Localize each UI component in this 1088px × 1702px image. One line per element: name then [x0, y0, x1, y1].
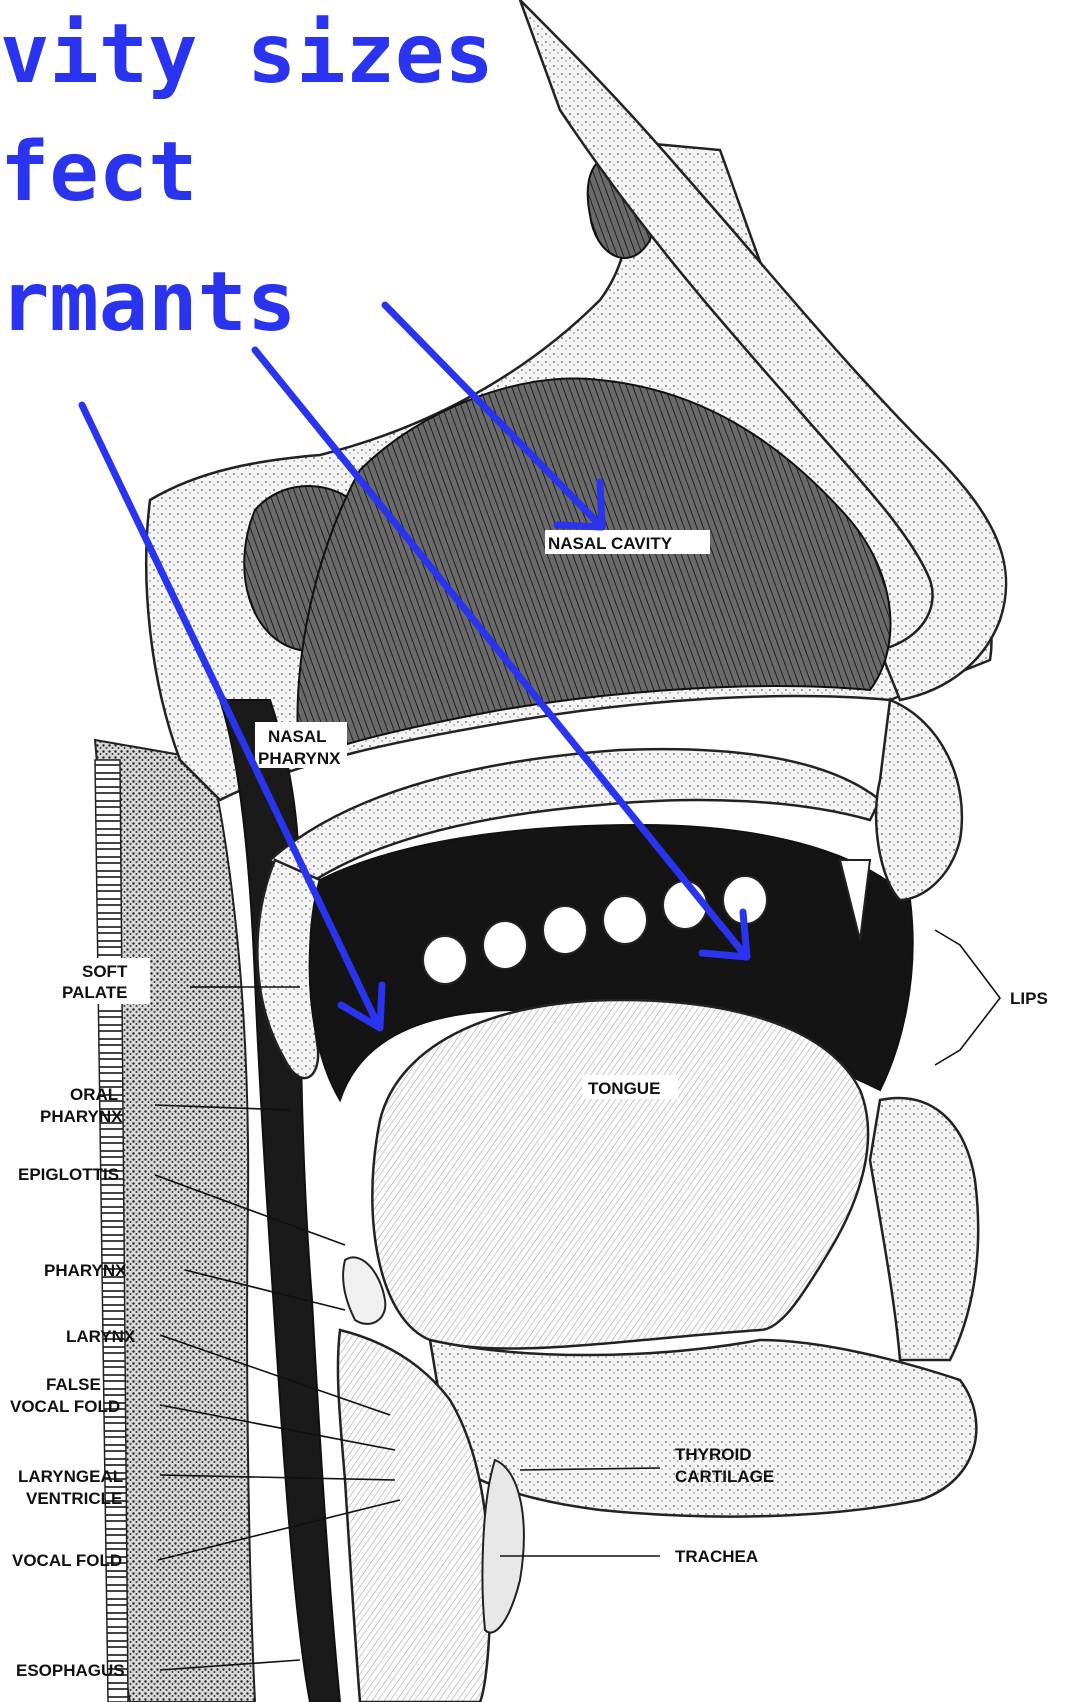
label-lips: LIPS [1010, 989, 1048, 1008]
label-oral-pharynx-1: ORAL [70, 1085, 118, 1104]
label-nasal-pharynx-1: NASAL [268, 727, 327, 746]
label-nasal-cavity: NASAL CAVITY [548, 534, 673, 553]
label-epiglottis: EPIGLOTTIS [18, 1165, 119, 1184]
label-soft-palate-2: PALATE [62, 983, 127, 1002]
label-tongue: TONGUE [588, 1079, 660, 1098]
label-pharynx: PHARYNX [44, 1261, 127, 1280]
tongue-shape [372, 1000, 868, 1349]
label-false-vocal-fold-1: FALSE [46, 1375, 101, 1394]
epiglottis-shape [343, 1257, 385, 1324]
annotation-line-1: vity sizes [0, 7, 494, 102]
label-oral-pharynx-2: PHARYNX [40, 1107, 123, 1126]
label-nasal-pharynx-2: PHARYNX [258, 749, 341, 768]
label-laryngeal-ventricle-1: LARYNGEAL [18, 1467, 123, 1486]
upper-lip [876, 700, 962, 900]
label-thyroid-cartilage-1: THYROID [675, 1445, 752, 1464]
lower-lip [870, 1098, 978, 1360]
label-thyroid-cartilage-2: CARTILAGE [675, 1467, 774, 1486]
label-esophagus: ESOPHAGUS [16, 1661, 125, 1680]
label-larynx: LARYNX [66, 1327, 136, 1346]
label-trachea: TRACHEA [675, 1547, 758, 1566]
label-soft-palate-1: SOFT [82, 962, 128, 981]
label-false-vocal-fold-2: VOCAL FOLD [10, 1397, 120, 1416]
annotation-line-3: rmants [0, 255, 296, 350]
label-vocal-fold: VOCAL FOLD [12, 1551, 122, 1570]
annotation-line-2: fect [0, 125, 197, 220]
label-laryngeal-ventricle-2: VENTRICLE [26, 1489, 122, 1508]
